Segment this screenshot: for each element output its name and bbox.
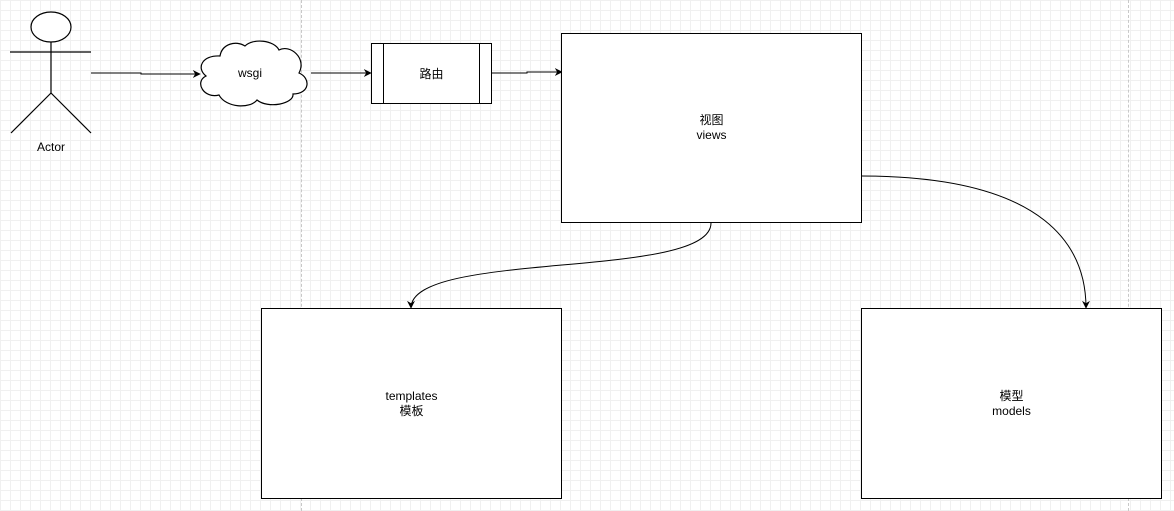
arrow-views-to-templates xyxy=(407,222,712,309)
templates-box[interactable]: templates 模板 xyxy=(261,308,562,499)
actor-label: Actor xyxy=(36,140,65,154)
models-label-en: models xyxy=(992,403,1031,418)
page-divider-right xyxy=(1128,0,1129,511)
templates-label-en: templates xyxy=(385,388,438,403)
arrow-actor-to-wsgi xyxy=(91,70,201,78)
page-divider-left xyxy=(301,0,302,511)
templates-label-cn: 模板 xyxy=(399,403,424,418)
actor-figure[interactable] xyxy=(10,11,92,134)
router-label: 路由 xyxy=(419,67,444,81)
models-box[interactable]: 模型 models xyxy=(861,308,1162,499)
router-process-box[interactable]: 路由 xyxy=(371,43,492,104)
wsgi-cloud-shape[interactable] xyxy=(200,40,308,107)
router-left-bar xyxy=(383,44,384,103)
views-label-en: views xyxy=(696,128,727,142)
views-box[interactable]: 视图 views xyxy=(561,33,862,223)
views-label-cn: 视图 xyxy=(699,113,724,127)
router-right-bar xyxy=(479,44,480,103)
wsgi-label: wsgi xyxy=(237,66,262,80)
models-label-cn: 模型 xyxy=(999,388,1024,403)
arrow-views-to-models xyxy=(860,175,1090,309)
arrow-router-to-views xyxy=(492,68,563,76)
